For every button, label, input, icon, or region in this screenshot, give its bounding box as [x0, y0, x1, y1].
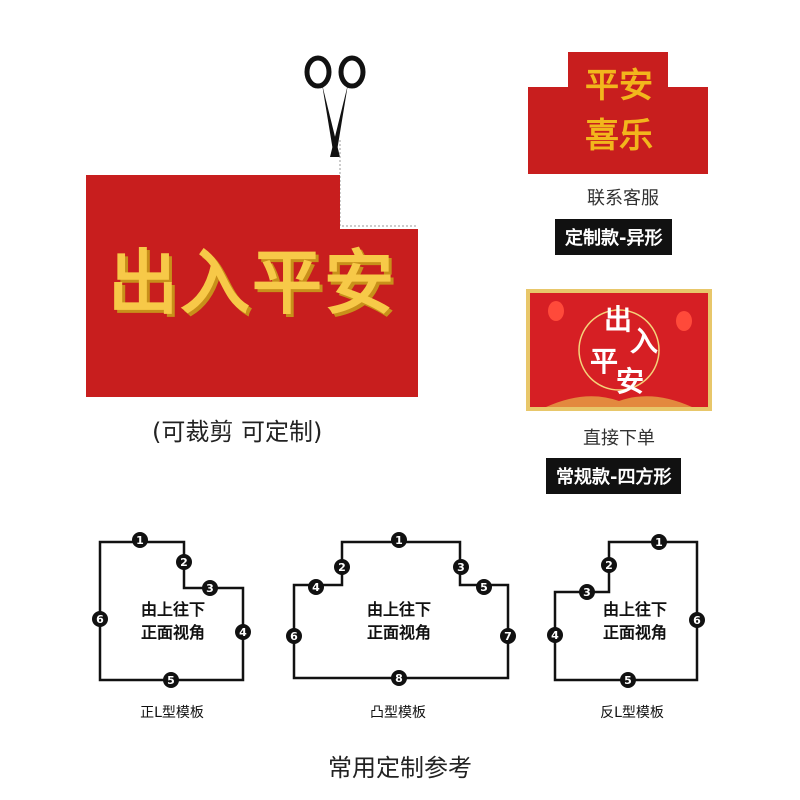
- template-reverse-l-text-line2: 正面视角: [602, 623, 667, 642]
- template-reverse-l-caption: 反L型模板: [600, 705, 664, 721]
- custom-mat-text-line2: 喜乐: [585, 116, 653, 156]
- scissors-icon: [304, 55, 366, 157]
- svg-text:2: 2: [338, 561, 346, 574]
- svg-text:4: 4: [239, 626, 247, 639]
- template-l-text: 由上往下 正面视角: [118, 598, 228, 644]
- template-convex-text: 由上往下 正面视角: [344, 598, 454, 644]
- template-reverse-l-shape: [553, 540, 699, 682]
- svg-text:3: 3: [206, 582, 214, 595]
- template-l-number-markers: 1 2 3 4 5 6: [92, 532, 251, 688]
- svg-text:7: 7: [504, 630, 512, 643]
- svg-text:4: 4: [312, 581, 320, 594]
- svg-text:6: 6: [290, 630, 298, 643]
- template-convex-text-line1: 由上往下: [366, 600, 431, 619]
- svg-text:6: 6: [96, 613, 104, 626]
- main-mat: [86, 175, 418, 397]
- template-l-text-line1: 由上往下: [140, 600, 205, 619]
- template-reverse-l-text: 由上往下 正面视角: [580, 598, 690, 644]
- svg-text:3: 3: [583, 586, 591, 599]
- svg-text:3: 3: [457, 561, 465, 574]
- template-reverse-l-number-markers: 1 2 3 4 5 6: [547, 534, 705, 688]
- template-convex-number-markers: 1 2 3 4 5 6 7 8: [286, 532, 516, 686]
- template-convex-shape: [292, 540, 510, 680]
- regular-mat-char-3: 平: [590, 345, 619, 378]
- template-l-shape: [98, 540, 245, 682]
- template-convex-caption: 凸型模板: [370, 705, 426, 721]
- svg-text:5: 5: [624, 674, 632, 687]
- footer-title: 常用定制参考: [328, 754, 472, 782]
- svg-text:5: 5: [167, 674, 175, 687]
- template-l-text-line2: 正面视角: [140, 623, 205, 642]
- svg-text:4: 4: [551, 629, 559, 642]
- svg-text:1: 1: [655, 536, 663, 549]
- cut-note: (可裁剪 可定制): [152, 418, 323, 446]
- contact-service-label: 联系客服: [587, 188, 659, 209]
- regular-mat-char-1: 出: [604, 303, 633, 336]
- svg-text:5: 5: [480, 581, 488, 594]
- custom-mat-image: [528, 52, 708, 174]
- svg-text:6: 6: [693, 614, 701, 627]
- template-l-caption: 正L型模板: [140, 705, 204, 721]
- svg-text:2: 2: [605, 559, 613, 572]
- main-mat-title: 出入平安: [108, 241, 396, 324]
- template-convex-text-line2: 正面视角: [366, 623, 431, 642]
- custom-mat-text-line1: 平安: [585, 66, 653, 106]
- regular-mat-char-4: 安: [616, 365, 645, 398]
- svg-text:2: 2: [180, 556, 188, 569]
- regular-mat-char-2: 入: [630, 325, 659, 358]
- svg-text:8: 8: [395, 672, 403, 685]
- regular-style-badge: 常规款-四方形: [546, 458, 682, 494]
- direct-order-label: 直接下单: [583, 428, 655, 449]
- template-reverse-l-text-line1: 由上往下: [602, 600, 667, 619]
- regular-mat-image: [526, 289, 712, 411]
- svg-text:1: 1: [395, 534, 403, 547]
- custom-style-badge: 定制款-异形: [555, 219, 673, 255]
- svg-text:1: 1: [136, 534, 144, 547]
